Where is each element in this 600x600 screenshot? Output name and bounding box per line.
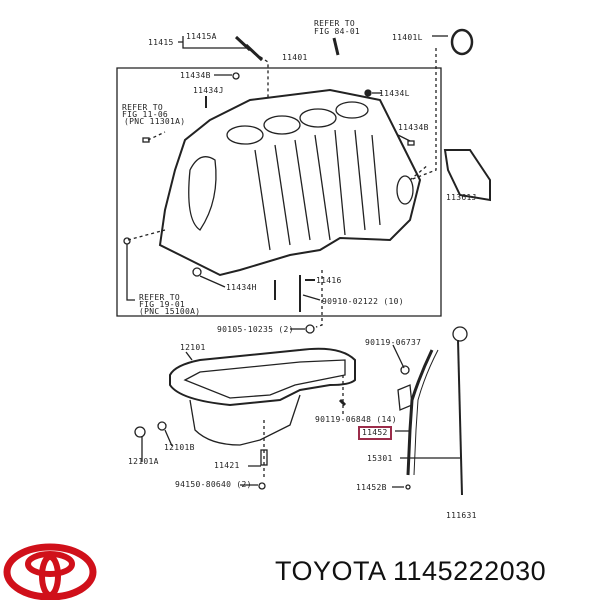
part-label: 12101A — [128, 457, 159, 466]
oil-level-gauge — [457, 339, 463, 496]
part-label: 11434L — [379, 89, 410, 98]
part-label: 90105-10235 (2) — [217, 325, 294, 334]
reference-note: REFER TO — [122, 103, 163, 112]
part-label: 94150-80640 (2) — [175, 480, 252, 489]
part-label: 11401L — [392, 33, 423, 42]
reference-note: FIG 84-01 — [314, 27, 361, 36]
part-label: 90119-06848 (14) — [315, 415, 397, 424]
part-label: 11415A — [186, 32, 217, 41]
part-label: 11361J — [446, 193, 477, 202]
part-label: 11415 — [148, 38, 174, 47]
part-label: 11434B — [180, 71, 211, 80]
diagram-frame — [116, 67, 442, 317]
part-label: 11434B — [398, 123, 429, 132]
oil-level-gauge-guide — [406, 349, 434, 476]
reference-note: (PNC 11301A) — [124, 117, 186, 126]
reference-note: REFER TO — [314, 19, 355, 28]
reference-note: FIG 11-06 — [122, 110, 169, 119]
reference-note: REFER TO — [139, 293, 180, 302]
reference-note: FIG 19-01 — [139, 300, 186, 309]
oil-pan — [169, 347, 356, 407]
part-label: 11401 — [282, 53, 308, 62]
part-label: 11452B — [356, 483, 387, 492]
part-label: 11434J — [193, 86, 224, 95]
part-label: 11421 — [214, 461, 240, 470]
part-label: 11416 — [316, 276, 342, 285]
toyota-logo-icon — [3, 543, 97, 600]
highlighted-part-label[interactable]: 11452 — [358, 426, 392, 440]
part-label: 12101 — [180, 343, 206, 352]
part-label: 111631 — [446, 511, 477, 520]
part-label: 90119-06737 — [365, 338, 422, 347]
part-label: 11434H — [226, 283, 257, 292]
cylinder-block — [158, 88, 422, 277]
part-label: 90910-02122 (10) — [322, 297, 404, 306]
part-label: 12101B — [164, 443, 195, 452]
part-label: 15301 — [367, 454, 393, 463]
brand-part-number: TOYOTA 1145222030 — [275, 556, 547, 586]
reference-note: (PNC 15100A) — [139, 307, 201, 316]
